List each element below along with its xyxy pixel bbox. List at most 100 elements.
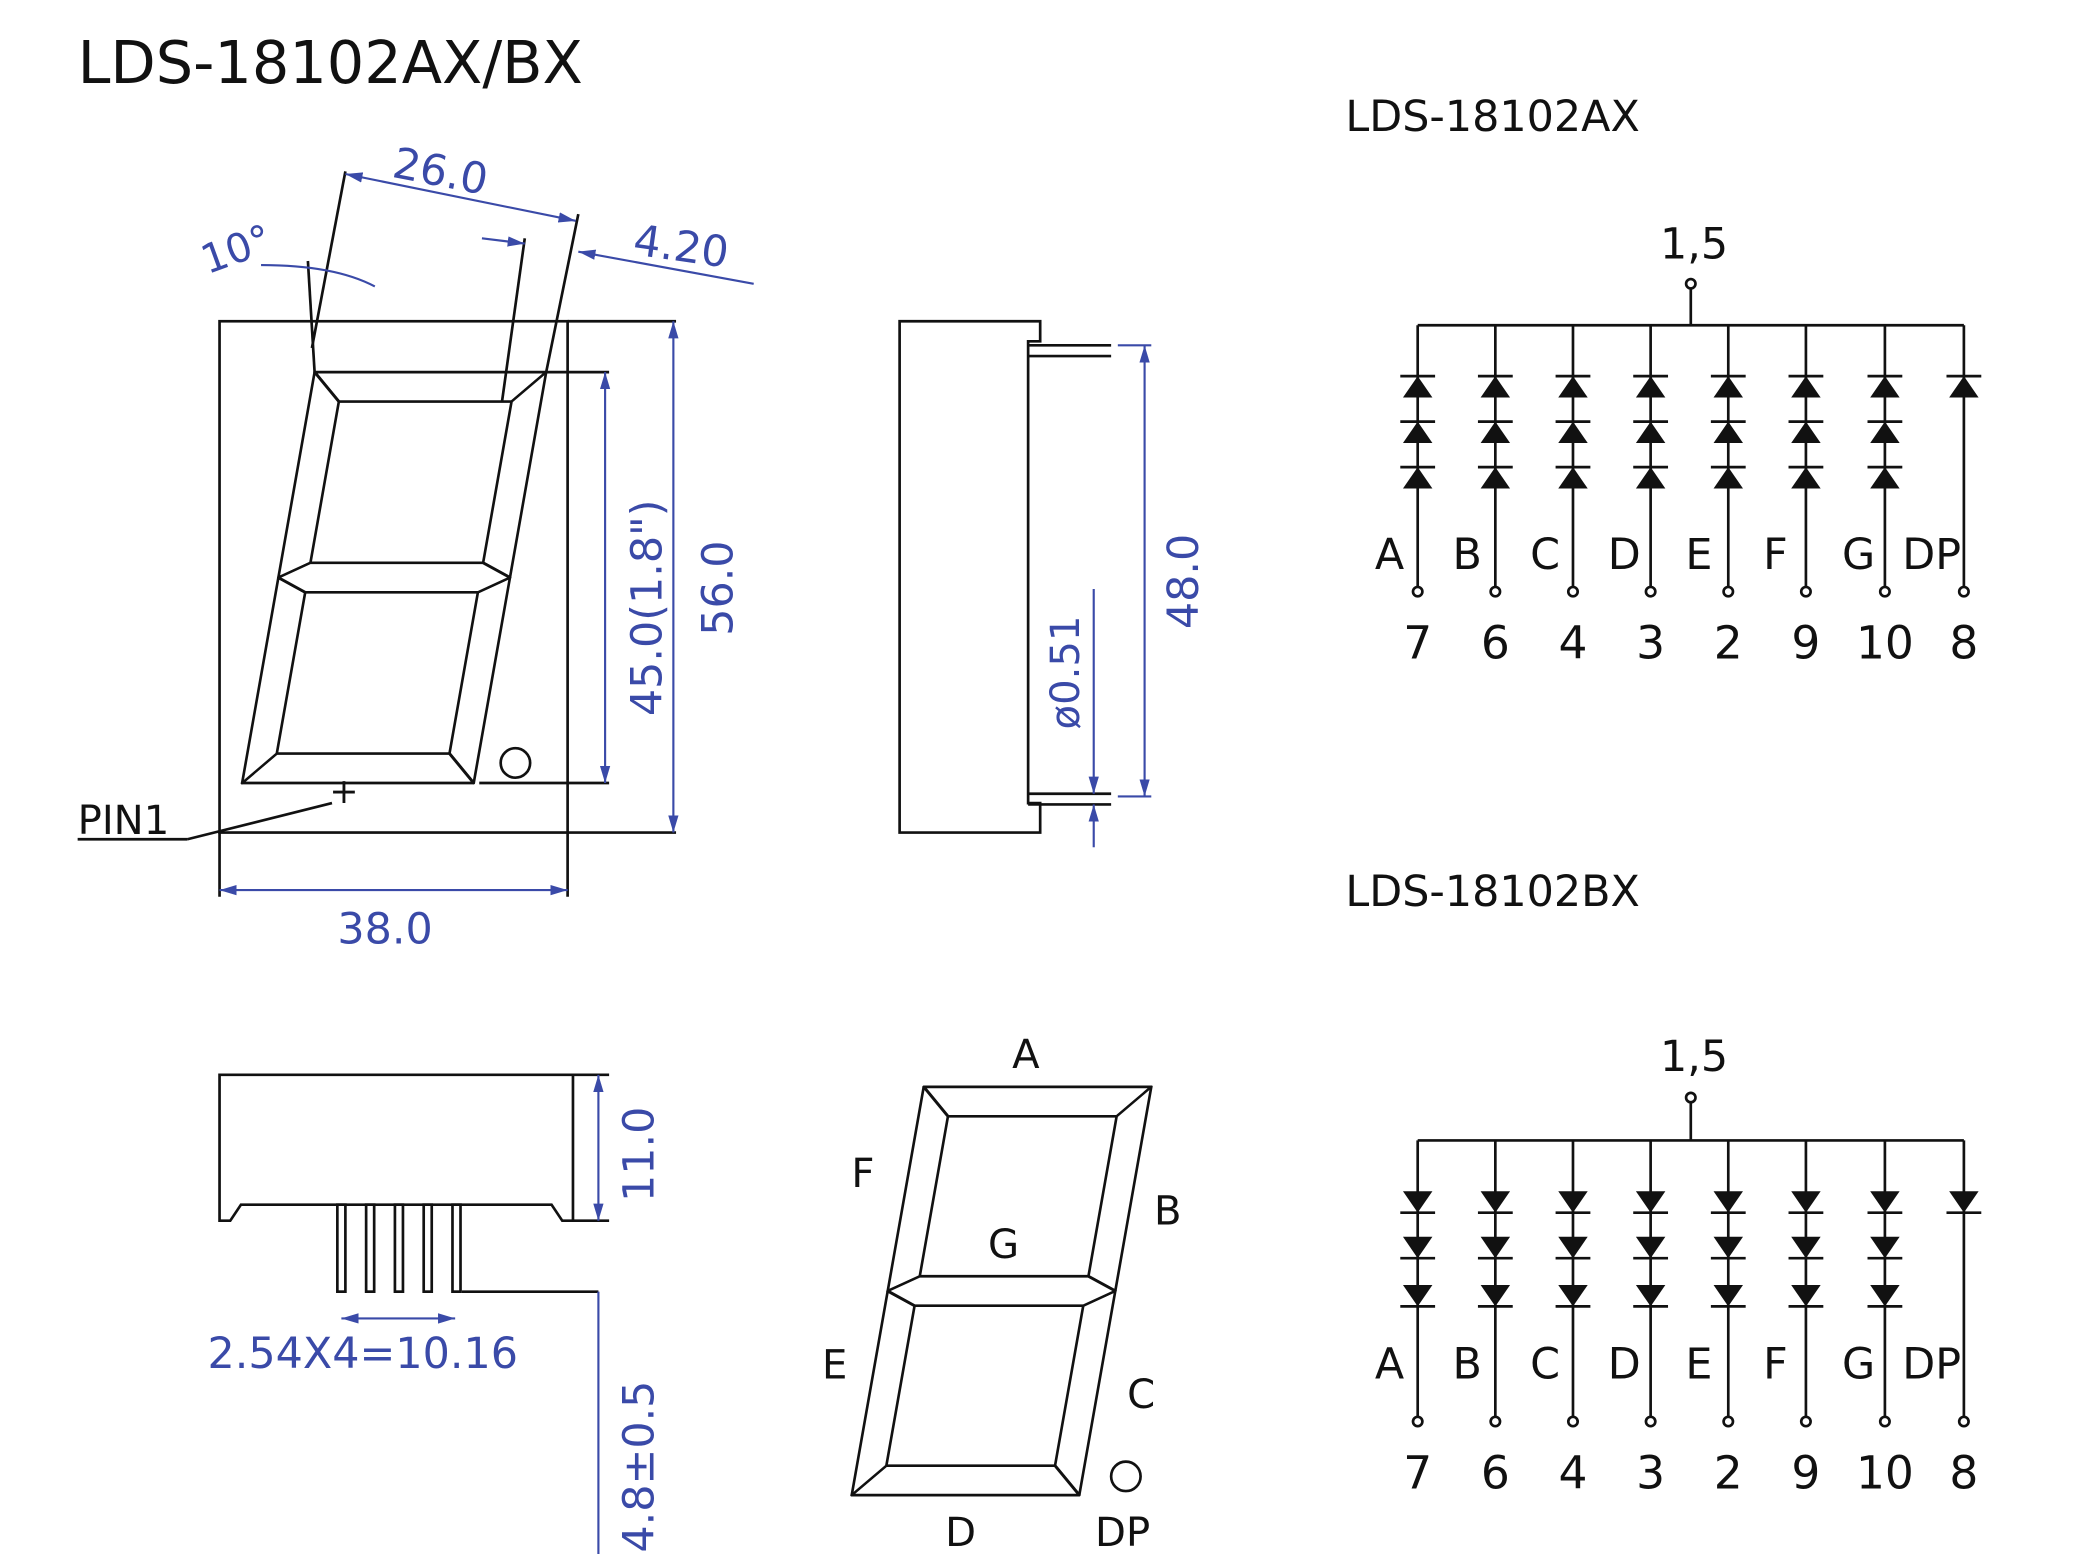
seg-label-e: E bbox=[822, 1343, 847, 1389]
dim-slant-angle: 10° bbox=[195, 216, 278, 284]
segment-label: C bbox=[1530, 530, 1560, 580]
segment-label: F bbox=[1763, 530, 1788, 580]
segment-label: G bbox=[1842, 1340, 1875, 1390]
led-diode-icon bbox=[1635, 421, 1666, 444]
pin-terminal bbox=[1489, 1415, 1502, 1428]
led-diode-icon bbox=[1713, 1284, 1743, 1307]
led-diode-icon bbox=[1480, 421, 1511, 444]
pin-number: 4 bbox=[1559, 617, 1588, 670]
seg-label-a: A bbox=[1012, 1032, 1040, 1078]
pin-number: 7 bbox=[1403, 617, 1432, 670]
led-diode-icon bbox=[1791, 1284, 1821, 1307]
pin-terminal bbox=[1566, 585, 1580, 598]
pin-terminal bbox=[1957, 1415, 1970, 1428]
pin-number: 6 bbox=[1481, 1446, 1510, 1499]
pin-number: 8 bbox=[1949, 1446, 1978, 1499]
pin1-label: PIN1 bbox=[78, 798, 170, 844]
segment-label: DP bbox=[1902, 1340, 1961, 1390]
segment-legend: A B C D E F G DP bbox=[822, 1032, 1182, 1554]
dim-body-height: 56.0 bbox=[693, 540, 743, 635]
dim-offset: 4.20 bbox=[630, 216, 731, 279]
led-diode-icon bbox=[1791, 421, 1821, 444]
led-diode-icon bbox=[1635, 467, 1666, 489]
segment-label: A bbox=[1375, 530, 1404, 580]
led-diode-icon bbox=[1791, 376, 1821, 398]
dim-body-width: 38.0 bbox=[337, 905, 432, 955]
segment-label: F bbox=[1763, 1340, 1788, 1390]
led-diode-icon bbox=[1635, 1191, 1666, 1213]
pin-terminal bbox=[1489, 585, 1502, 598]
led-diode-icon bbox=[1558, 1191, 1588, 1213]
drawing-title: LDS-18102AX/BX bbox=[78, 28, 583, 97]
led-diode-icon bbox=[1480, 376, 1511, 398]
led-diode-icon bbox=[1635, 376, 1666, 398]
led-diode-icon bbox=[1713, 1236, 1743, 1259]
pin-terminal bbox=[1566, 1415, 1580, 1428]
led-diode-icon bbox=[1870, 1236, 1900, 1259]
segment-label: A bbox=[1375, 1340, 1404, 1390]
pin-number: 9 bbox=[1791, 1446, 1820, 1499]
led-diode-icon bbox=[1713, 467, 1743, 489]
segment-label: D bbox=[1608, 530, 1641, 580]
pin-terminal bbox=[1411, 585, 1424, 598]
segment-d bbox=[850, 1464, 1081, 1497]
dim-pitch: 2.54X4=10.16 bbox=[208, 1329, 518, 1379]
pin bbox=[336, 1203, 347, 1293]
segment-label: B bbox=[1453, 1340, 1482, 1390]
seg-label-dp: DP bbox=[1095, 1510, 1150, 1554]
pin-number: 3 bbox=[1636, 1446, 1665, 1499]
seg-label-d: D bbox=[945, 1510, 976, 1554]
segment-label: D bbox=[1608, 1340, 1641, 1390]
segment-f bbox=[886, 1085, 950, 1293]
dim-top-width: 26.0 bbox=[389, 138, 492, 205]
pin-terminal bbox=[1957, 585, 1970, 598]
common-pin-terminal bbox=[1684, 1091, 1697, 1104]
segment-label: G bbox=[1842, 530, 1875, 580]
common-pin-terminal bbox=[1684, 277, 1697, 290]
pin-terminal bbox=[1878, 1415, 1891, 1428]
led-diode-icon bbox=[1558, 421, 1588, 444]
front-digit bbox=[240, 370, 548, 785]
led-diode-icon bbox=[1870, 421, 1900, 444]
pin bbox=[422, 1203, 434, 1293]
segment-label: E bbox=[1685, 1340, 1712, 1390]
segment-label: DP bbox=[1902, 530, 1961, 580]
dim-pin-length: 4.8±0.5 bbox=[614, 1381, 664, 1553]
pin-number: 10 bbox=[1856, 1446, 1914, 1499]
pin-terminal bbox=[1411, 1415, 1424, 1428]
pin-terminal bbox=[1644, 585, 1657, 598]
led-diode-icon bbox=[1480, 467, 1511, 489]
led-diode-icon bbox=[1558, 1284, 1588, 1307]
led-diode-icon bbox=[1558, 376, 1588, 398]
segment-b bbox=[481, 370, 548, 579]
seg-label-f: F bbox=[851, 1151, 874, 1197]
led-diode-icon bbox=[1791, 1236, 1821, 1259]
pin bbox=[451, 1203, 462, 1293]
led-diode-icon bbox=[1480, 1191, 1511, 1213]
common-pin-label: 1,5 bbox=[1660, 1032, 1728, 1082]
led-diode-icon bbox=[1480, 1236, 1511, 1259]
segment-f bbox=[277, 370, 341, 579]
segment-e bbox=[240, 576, 307, 785]
pin-number: 7 bbox=[1403, 1446, 1432, 1499]
circuit-title: LDS-18102BX bbox=[1345, 867, 1639, 917]
seg-label-g: G bbox=[988, 1222, 1019, 1268]
led-diode-icon bbox=[1480, 1284, 1511, 1307]
front-view: 26.0 10° 4.20 45.0(1.8") 56.0 38.0 PIN1 … bbox=[77, 138, 754, 955]
segment-label: C bbox=[1530, 1340, 1560, 1390]
side-view: 48.0 ø0.51 bbox=[898, 319, 1209, 848]
pin-terminal bbox=[1799, 585, 1812, 598]
led-diode-icon bbox=[1402, 376, 1433, 398]
led-diode-icon bbox=[1949, 376, 1979, 398]
led-diode-icon bbox=[1870, 1191, 1900, 1213]
segment-g bbox=[277, 561, 512, 594]
pin1-marker: + bbox=[329, 772, 358, 812]
led-diode-icon bbox=[1402, 467, 1433, 489]
pin-number: 8 bbox=[1949, 617, 1978, 670]
pin bbox=[364, 1203, 376, 1293]
seg-label-b: B bbox=[1154, 1189, 1182, 1235]
led-diode-icon bbox=[1791, 1191, 1821, 1213]
dim-depth: 11.0 bbox=[614, 1107, 664, 1202]
